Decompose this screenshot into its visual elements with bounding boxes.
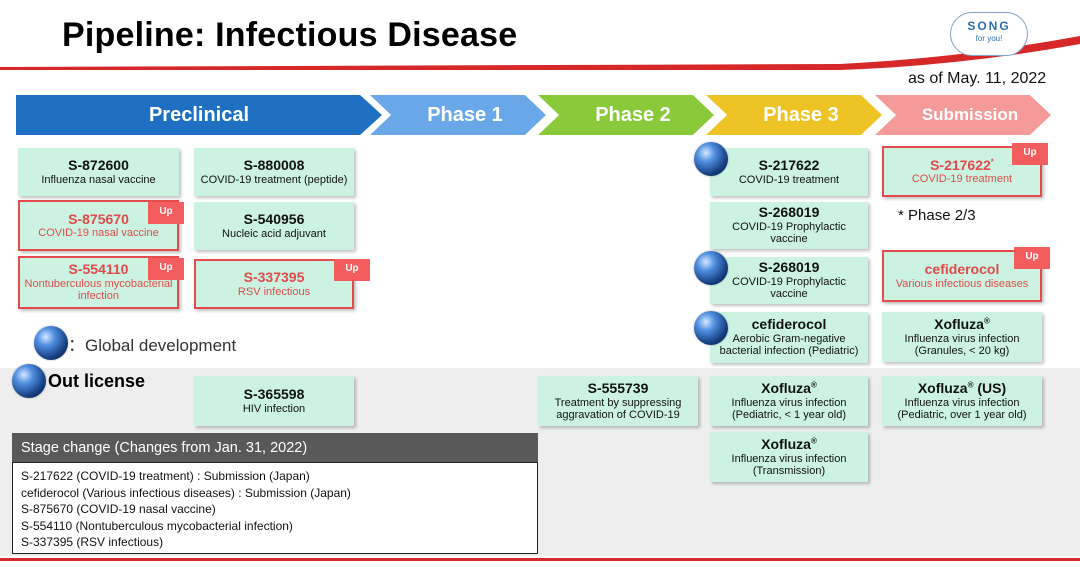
card-name: S-217622* xyxy=(930,156,994,174)
card-name: Xofluza® xyxy=(761,379,817,397)
card-desc: COVID-19 Prophylactic vaccine xyxy=(732,276,846,301)
card-desc: Influenza nasal vaccine xyxy=(41,173,156,186)
card-name: Xofluza® (US) xyxy=(917,379,1007,397)
card-desc: RSV infectious xyxy=(237,285,311,298)
card-name-text: S-217622 xyxy=(930,156,991,173)
stage-change-item: S-217622 (COVID-19 treatment) : Submissi… xyxy=(21,469,310,483)
card-s-365598: S-365598 HIV infection xyxy=(194,376,354,426)
card-name-sup: ® xyxy=(810,436,817,446)
global-development-legend: ：Global development xyxy=(68,336,237,355)
card-s-555739: S-555739 Treatment by suppressing aggrav… xyxy=(538,376,698,426)
as-of-date: as of May. 11, 2022 xyxy=(908,70,1047,87)
page-title: Pipeline: Infectious Disease xyxy=(62,16,518,54)
stage-submission: Submission xyxy=(875,95,1051,135)
card-name: Xofluza® xyxy=(934,315,990,333)
stage-change-item: S-337395 (RSV infectious) xyxy=(21,535,164,550)
card-name-text: Xofluza xyxy=(761,435,811,452)
card-name: S-555739 xyxy=(587,379,649,396)
card-xofluza-transmission: Xofluza® Influenza virus infection (Tran… xyxy=(710,432,868,482)
stage-phase-1: Phase 1 xyxy=(370,95,546,135)
card-s-217622-submission: S-217622* COVID-19 treatment xyxy=(882,146,1042,197)
up-badge: Up xyxy=(1012,143,1048,165)
card-desc: Treatment by suppressing aggravation of … xyxy=(554,396,682,421)
card-name-text: Xofluza xyxy=(934,315,984,332)
up-badge: Up xyxy=(148,258,184,280)
card-desc: Nucleic acid adjuvant xyxy=(222,227,326,240)
card-s-880008: S-880008 COVID-19 treatment (peptide) xyxy=(194,148,354,196)
card-desc: COVID-19 nasal vaccine xyxy=(38,227,159,240)
card-desc: Influenza virus infection (Pediatric, ov… xyxy=(897,396,1027,421)
card-name: S-880008 xyxy=(243,157,305,173)
logo-main-text: SONG xyxy=(967,19,1011,33)
stage-preclinical: Preclinical xyxy=(16,95,382,135)
card-desc: COVID-19 treatment xyxy=(738,173,840,186)
card-name-text: Xofluza xyxy=(917,379,968,396)
stage-change-item: S-875670 (COVID-19 nasal vaccine) xyxy=(21,502,216,517)
song-logo: SONG for you! xyxy=(950,12,1028,56)
card-xofluza-granules: Xofluza® Influenza virus infection (Gran… xyxy=(882,312,1042,362)
card-name: S-872600 xyxy=(68,157,129,173)
card-name: S-217622 xyxy=(758,157,820,173)
card-cefiderocol-phase3: cefiderocol Aerobic Gram-negative bacter… xyxy=(710,312,868,363)
card-name: S-365598 xyxy=(243,386,305,402)
card-name: cefiderocol xyxy=(751,316,827,333)
card-name: S-268019 xyxy=(758,259,820,276)
footer-divider xyxy=(0,558,1080,561)
card-name: S-337395 xyxy=(243,269,305,285)
card-name: S-268019 xyxy=(758,204,820,221)
card-xofluza-us: Xofluza® (US) Influenza virus infection … xyxy=(882,376,1042,426)
card-s-337395: S-337395 RSV infectious xyxy=(194,259,354,309)
out-license-title: Out license xyxy=(48,371,146,391)
card-s-872600: S-872600 Influenza nasal vaccine xyxy=(18,148,179,196)
card-s-268019-b: S-268019 COVID-19 Prophylactic vaccine xyxy=(710,257,868,304)
globe-icon xyxy=(34,326,68,360)
phase-2-3-note: * Phase 2/3 xyxy=(898,207,976,224)
stage-phase-2: Phase 2 xyxy=(538,95,714,135)
card-desc: COVID-19 Prophylactic vaccine xyxy=(732,221,846,246)
card-xofluza-pediatric: Xofluza® Influenza virus infection (Pedi… xyxy=(710,376,868,426)
card-name-text: Xofluza xyxy=(761,379,811,396)
up-badge: Up xyxy=(1014,247,1050,269)
card-desc: Influenza virus infection (Granules, < 2… xyxy=(904,332,1020,357)
stage-change-item: cefiderocol (Various infectious diseases… xyxy=(21,485,351,500)
logo-sub-text: for you! xyxy=(975,34,1003,43)
stage-change-title: Stage change (Changes from Jan. 31, 2022… xyxy=(12,433,538,462)
card-name: S-554110 xyxy=(68,261,129,278)
card-desc: COVID-19 treatment xyxy=(911,173,1013,186)
card-desc: Aerobic Gram-negative bacterial infectio… xyxy=(719,333,859,358)
card-s-217622-phase3: S-217622 COVID-19 treatment xyxy=(710,148,868,196)
globe-icon xyxy=(694,142,728,176)
card-name-sup: ® xyxy=(983,316,990,326)
card-name-suffix: (US) xyxy=(973,379,1007,396)
card-name: cefiderocol xyxy=(924,261,1000,277)
stage-phase-3: Phase 3 xyxy=(706,95,882,135)
card-name: Xofluza® xyxy=(761,435,817,453)
card-s-268019-a: S-268019 COVID-19 Prophylactic vaccine xyxy=(710,202,868,249)
up-badge: Up xyxy=(334,259,370,281)
card-desc: Nontuberculous mycobacterial infection xyxy=(24,278,173,303)
globe-icon xyxy=(694,311,728,345)
card-desc: Influenza virus infection (Pediatric, < … xyxy=(731,396,847,421)
card-name: S-540956 xyxy=(243,211,305,227)
card-desc: Influenza virus infection (Transmission) xyxy=(731,452,847,477)
up-badge: Up xyxy=(148,202,184,224)
stage-change-list: S-217622 (COVID-19 treatment) : Submissi… xyxy=(12,462,538,554)
globe-icon xyxy=(12,364,46,398)
card-name-sup: ® xyxy=(967,380,974,390)
card-desc: Various infectious diseases xyxy=(895,277,1029,290)
stage-change-item: S-554110 (Nontuberculous mycobacterial i… xyxy=(21,518,293,533)
globe-icon xyxy=(694,251,728,285)
card-name-sup: * xyxy=(990,156,994,166)
card-desc: COVID-19 treatment (peptide) xyxy=(200,173,348,186)
card-name-sup: ® xyxy=(810,380,817,390)
card-name: S-875670 xyxy=(68,210,129,227)
card-desc: HIV infection xyxy=(242,402,306,415)
card-s-540956: S-540956 Nucleic acid adjuvant xyxy=(194,202,354,250)
